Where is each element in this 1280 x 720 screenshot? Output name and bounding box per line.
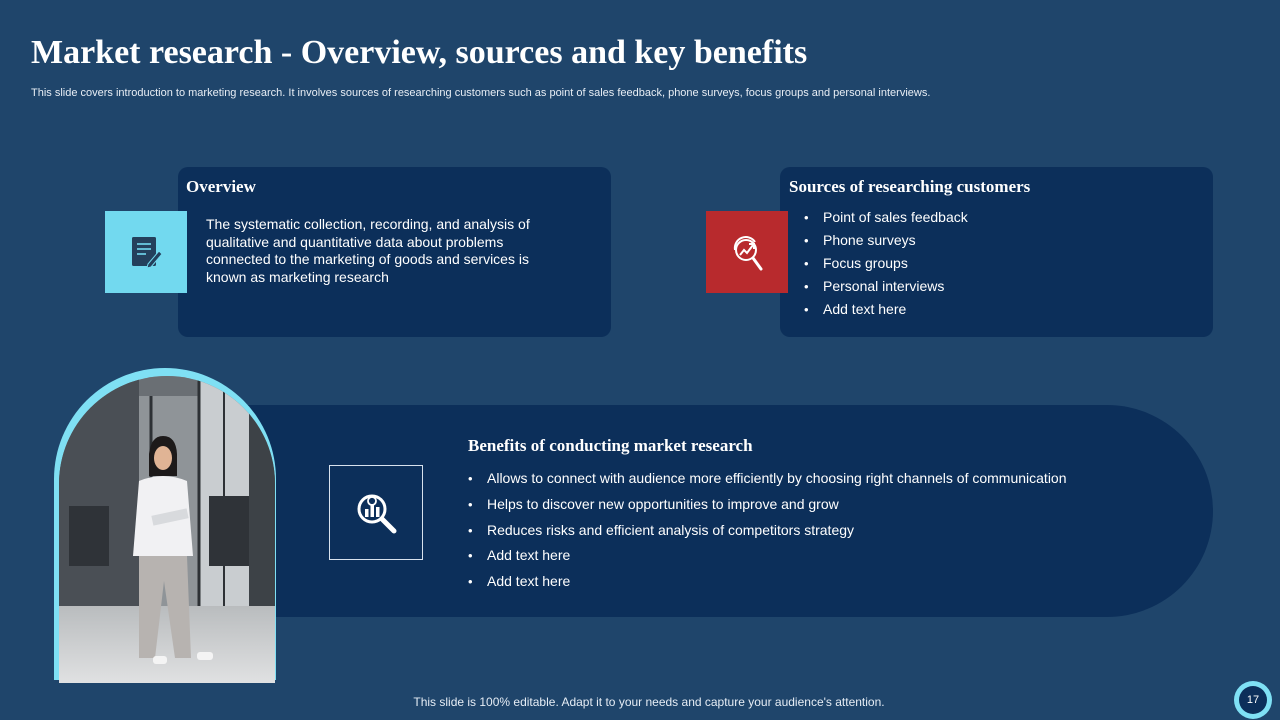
page-number: 17 xyxy=(1239,686,1267,714)
list-item: Add text here xyxy=(468,543,1067,569)
overview-card: Overview The systematic collection, reco… xyxy=(178,167,611,337)
footer-note-text: This slide is 100% editable. Adapt it to… xyxy=(413,695,885,709)
list-item: Allows to connect with audience more eff… xyxy=(468,466,1067,492)
benefits-heading: Benefits of conducting market research xyxy=(468,436,753,455)
overview-text: The systematic collection, recording, an… xyxy=(206,216,530,286)
list-item: Reduces risks and efficient analysis of … xyxy=(468,518,1067,544)
list-item: Point of sales feedback xyxy=(804,206,968,229)
woman-photo xyxy=(59,376,275,683)
list-item: Helps to discover new opportunities to i… xyxy=(468,492,1067,518)
sources-list: Point of sales feedback Phone surveys Fo… xyxy=(804,206,968,321)
list-item: Phone surveys xyxy=(804,229,968,252)
list-item: Add text here xyxy=(804,298,968,321)
list-item: Add text here xyxy=(468,569,1067,595)
list-item: Personal interviews xyxy=(804,275,968,298)
sources-card: Sources of researching customers Point o… xyxy=(780,167,1213,337)
footer-note: This slide is 100% editable. Adapt it to… xyxy=(0,695,1280,710)
benefits-list: Allows to connect with audience more eff… xyxy=(468,466,1067,595)
overview-heading: Overview xyxy=(186,177,256,196)
slide-title: Market research - Overview, sources and … xyxy=(31,34,808,71)
sources-heading: Sources of researching customers xyxy=(789,177,1031,196)
page-number-badge: 17 xyxy=(1234,681,1272,719)
list-item: Focus groups xyxy=(804,252,968,275)
growth-chart-magnifier-icon xyxy=(706,211,788,293)
chart-magnifier-icon xyxy=(329,465,423,560)
slide-subtitle: This slide covers introduction to market… xyxy=(31,87,931,99)
document-pen-icon xyxy=(105,211,187,293)
